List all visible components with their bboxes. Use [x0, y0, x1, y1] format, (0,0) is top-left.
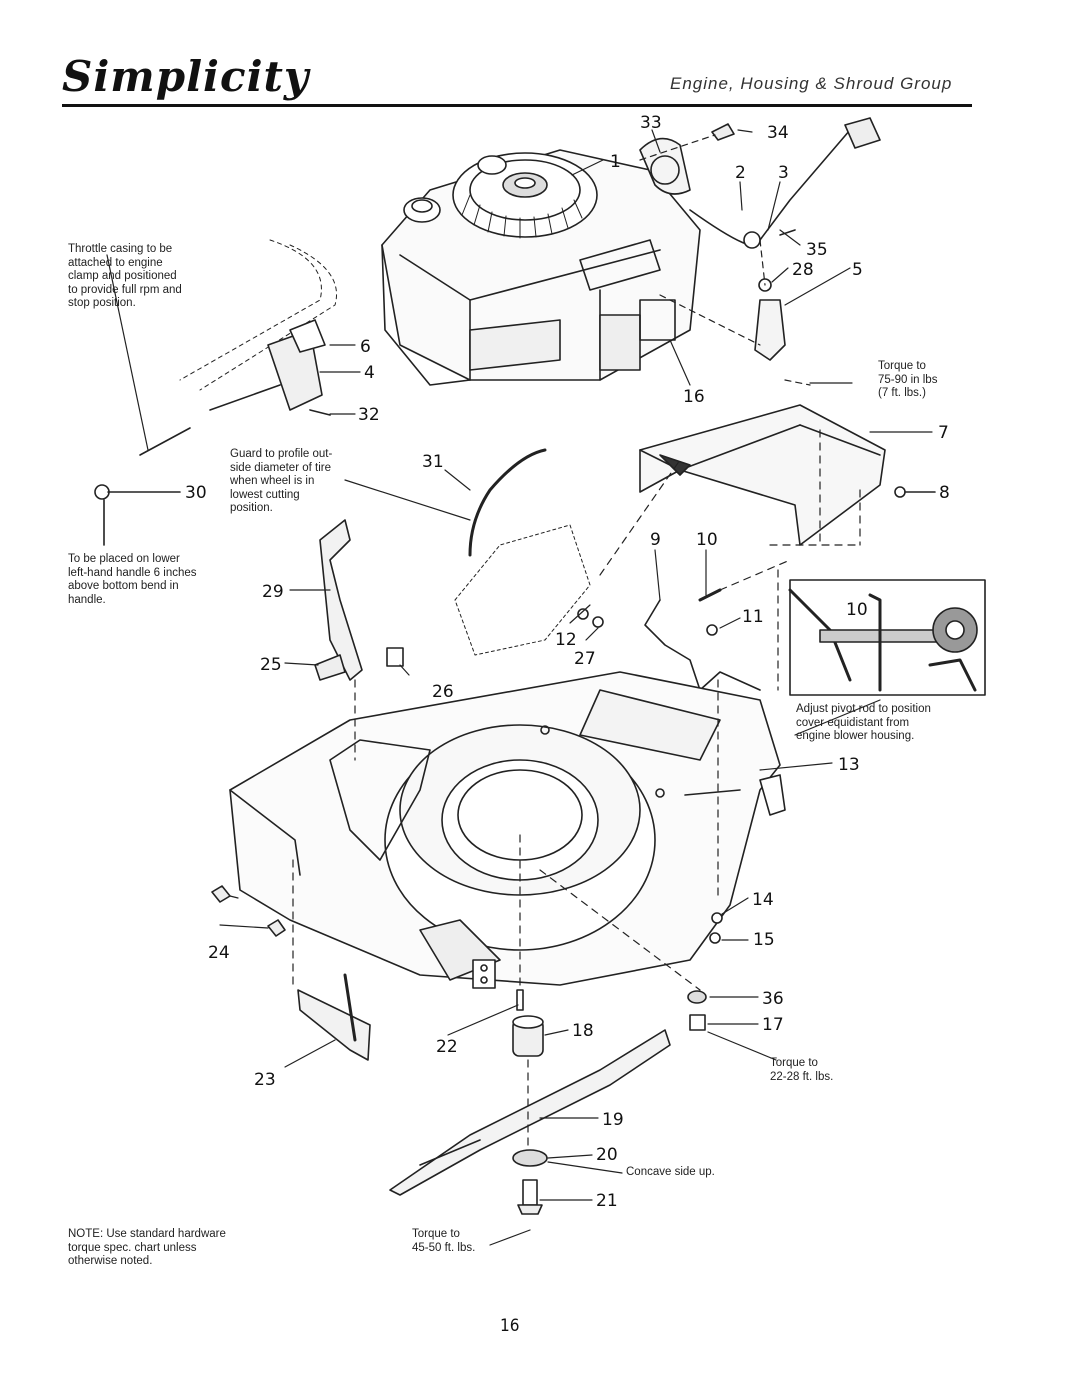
callout-30: 30 [185, 483, 207, 503]
air-filter-33 [639, 137, 691, 195]
callout-10-inset: 10 [846, 600, 868, 620]
callout-9: 9 [650, 530, 661, 550]
callout-28: 28 [792, 260, 814, 280]
callout-27: 27 [574, 649, 596, 669]
callout-4: 4 [364, 363, 375, 383]
callout-17: 17 [762, 1015, 784, 1035]
note-handle-placement: To be placed on lower left-hand handle 6… [68, 553, 197, 606]
callout-5: 5 [852, 260, 863, 280]
callout-1: 1 [610, 152, 621, 172]
callout-22: 22 [436, 1037, 458, 1057]
callout-18: 18 [572, 1021, 594, 1041]
brand-logo: Simplicity [62, 52, 310, 101]
callout-20: 20 [596, 1145, 618, 1165]
callout-11: 11 [742, 607, 764, 627]
page-number: 16 [500, 1316, 520, 1336]
note-throttle-casing: Throttle casing to be attached to engine… [68, 243, 182, 309]
callout-36: 36 [762, 989, 784, 1009]
callout-21: 21 [596, 1191, 618, 1211]
callout-29: 29 [262, 582, 284, 602]
note-torque-45-50: Torque to 45-50 ft. lbs. [412, 1228, 476, 1254]
callout-12: 12 [555, 630, 577, 650]
engine-block [381, 149, 701, 386]
callout-35: 35 [806, 240, 828, 260]
callout-34: 34 [767, 123, 789, 143]
deck-housing-13 [229, 671, 786, 989]
note-torque-22-28: Torque to 22-28 ft. lbs. [770, 1057, 834, 1083]
callout-24: 24 [208, 943, 230, 963]
callout-13: 13 [838, 755, 860, 775]
callout-31: 31 [422, 452, 444, 472]
callout-2: 2 [735, 163, 746, 183]
shroud-cover-7 [639, 404, 886, 546]
callout-6: 6 [360, 337, 371, 357]
callout-19: 19 [602, 1110, 624, 1130]
note-adjust-pivot-rod: Adjust pivot rod to position cover equid… [796, 703, 931, 742]
callout-33: 33 [640, 113, 662, 133]
section-title: Engine, Housing & Shroud Group [670, 74, 953, 93]
callout-14: 14 [752, 890, 774, 910]
note-torque-75-90: Torque to 75-90 in lbs (7 ft. lbs.) [878, 360, 938, 399]
callout-7: 7 [938, 423, 949, 443]
note-standard-hardware: NOTE: Use standard hardware torque spec.… [68, 1228, 226, 1267]
note-concave-side-up: Concave side up. [626, 1166, 715, 1178]
callout-23: 23 [254, 1070, 276, 1090]
callout-15: 15 [753, 930, 775, 950]
callout-25: 25 [260, 655, 282, 675]
callout-3: 3 [778, 163, 789, 183]
callout-16: 16 [683, 387, 705, 407]
inset-photo [788, 579, 986, 696]
callout-10: 10 [696, 530, 718, 550]
callout-8: 8 [939, 483, 950, 503]
callout-32: 32 [358, 405, 380, 425]
note-guard-profile: Guard to profile out- side diameter of t… [230, 448, 333, 514]
handle-throttle [139, 239, 337, 456]
header-rule [62, 104, 972, 107]
callout-26: 26 [432, 682, 454, 702]
